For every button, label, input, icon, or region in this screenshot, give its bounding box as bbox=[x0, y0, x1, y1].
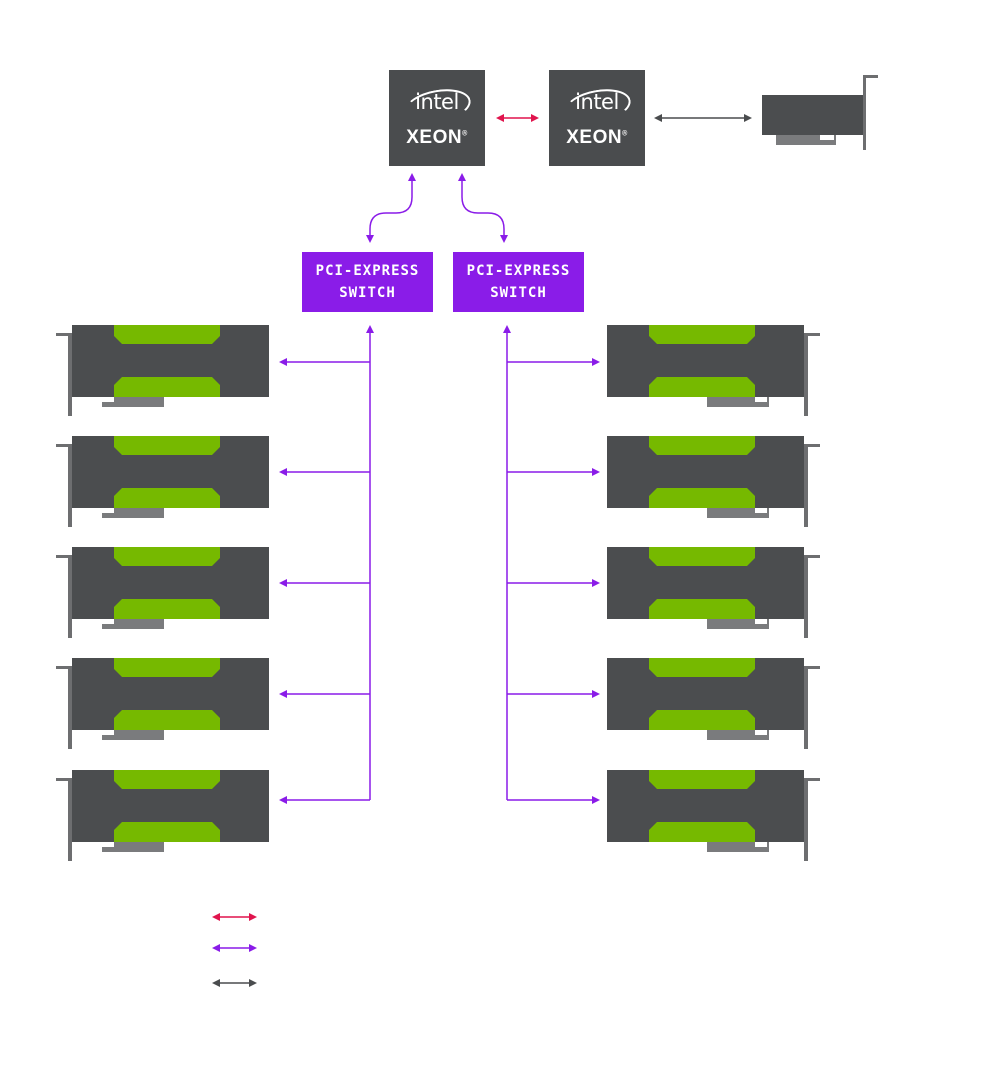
pcie-switch-2: PCI-EXPRESS SWITCH bbox=[453, 252, 584, 312]
network-card bbox=[762, 75, 878, 150]
gpu-card-right-1 bbox=[607, 325, 820, 416]
cpu1-switch1-link bbox=[366, 173, 416, 243]
cpu-1: intel XEON® bbox=[389, 70, 485, 166]
switch-label-line1: PCI-EXPRESS bbox=[315, 263, 420, 279]
cpu-product-label: XEON® bbox=[566, 127, 628, 148]
cpu-brand-label: intel bbox=[575, 90, 619, 114]
gpu-card-right-5 bbox=[607, 770, 820, 861]
switch-label-line1: PCI-EXPRESS bbox=[466, 263, 571, 279]
cpu-2: intel XEON® bbox=[549, 70, 645, 166]
gpu-card-left-1 bbox=[56, 325, 269, 416]
pcie-switch-1: PCI-EXPRESS SWITCH bbox=[302, 252, 433, 312]
cpu-brand-label: intel bbox=[415, 90, 459, 114]
cpu1-switch2-link bbox=[458, 173, 508, 243]
switch-label-line2: SWITCH bbox=[339, 285, 396, 301]
gpu-card-left-4 bbox=[56, 658, 269, 749]
cpu-product-label: XEON® bbox=[406, 127, 468, 148]
gpu-card-left-2 bbox=[56, 436, 269, 527]
gpu-card-left-3 bbox=[56, 547, 269, 638]
gpu-card-right-3 bbox=[607, 547, 820, 638]
gpu-card-right-4 bbox=[607, 658, 820, 749]
gpu-card-right-2 bbox=[607, 436, 820, 527]
switch-label-line2: SWITCH bbox=[490, 285, 547, 301]
gpu-card-left-5 bbox=[56, 770, 269, 861]
